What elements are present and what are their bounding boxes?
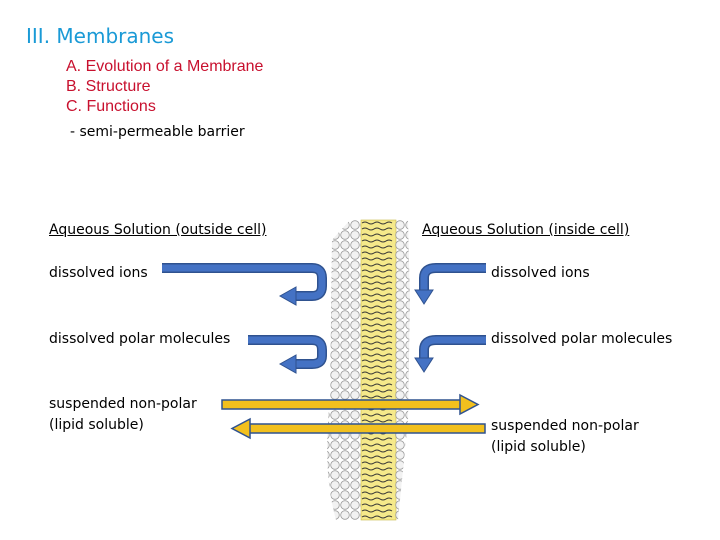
inside-polar-label: dissolved polar molecules (491, 331, 673, 347)
tail-pattern (361, 220, 396, 520)
ions-reflect-arrow-inside (414, 263, 486, 305)
nonpolar-outward-arrow (230, 417, 486, 440)
outside-ions-label: dissolved ions (49, 265, 148, 281)
inside-heading: Aqueous Solution (inside cell) (422, 222, 630, 238)
lipid-bilayer (327, 219, 410, 521)
outside-nonpolar-label-1: suspended non-polar (49, 396, 197, 412)
outline-item-functions: C. Functions (66, 98, 156, 115)
outline-list: A. Evolution of a Membrane B. Structure … (66, 57, 263, 117)
outside-polar-label: dissolved polar molecules (49, 331, 231, 347)
inner-head-layer (395, 220, 410, 520)
outline-item-structure: B. Structure (66, 78, 151, 95)
page-title: III. Membranes (26, 24, 175, 48)
outer-head-layer (327, 220, 362, 520)
polar-reflect-arrow-inside (414, 335, 486, 373)
inside-ions-label: dissolved ions (491, 265, 590, 281)
outside-heading: Aqueous Solution (outside cell) (49, 222, 267, 238)
polar-reflect-arrow-outside (248, 335, 327, 374)
nonpolar-inward-arrow (221, 393, 480, 416)
ions-reflect-arrow-outside (162, 263, 327, 306)
inside-nonpolar-label-1: suspended non-polar (491, 418, 639, 434)
subpoint-text: - semi-permeable barrier (70, 124, 245, 140)
outside-nonpolar-label-2: (lipid soluble) (49, 417, 144, 433)
inside-nonpolar-label-2: (lipid soluble) (491, 439, 586, 455)
outline-item-evolution: A. Evolution of a Membrane (66, 58, 264, 75)
